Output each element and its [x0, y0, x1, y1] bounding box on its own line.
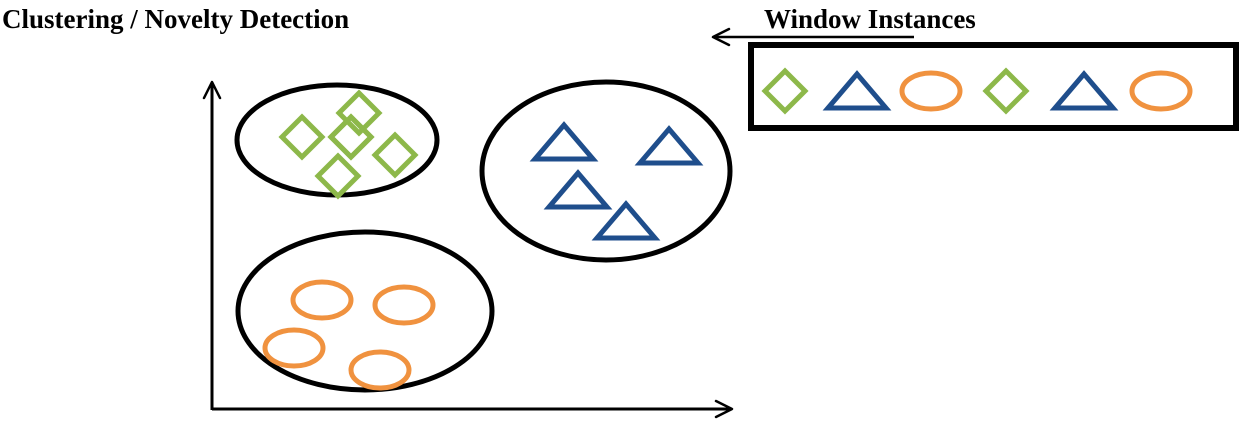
green-diamond-diamond-cluster-4 [327, 113, 375, 161]
orange-circle-circle-cluster-4 [348, 349, 412, 391]
blue-triangle-triangle-cluster-2 [634, 125, 704, 166]
clustering-title: Clustering / Novelty Detection [2, 4, 350, 34]
green-diamond-window-4 [982, 67, 1030, 115]
orange-circle-window-6 [1129, 70, 1193, 112]
triangle-cluster-ellipse [479, 79, 733, 263]
blue-triangle-triangle-cluster-1 [529, 121, 599, 162]
green-diamond-diamond-cluster-6 [314, 152, 362, 200]
blue-triangle-triangle-cluster-4 [591, 200, 661, 241]
blue-triangle-triangle-cluster-3 [543, 169, 613, 210]
window-instances-title: Window Instances [764, 4, 976, 34]
green-diamond-diamond-cluster-5 [371, 131, 419, 179]
circle-cluster-ellipse [235, 229, 495, 393]
orange-circle-circle-cluster-2 [372, 284, 436, 326]
orange-circle-window-3 [899, 70, 963, 112]
orange-circle-circle-cluster-1 [290, 279, 354, 321]
window-instances-box [748, 42, 1239, 131]
blue-triangle-window-5 [1049, 70, 1119, 111]
green-diamond-diamond-cluster-2 [278, 113, 326, 161]
shape-marks [262, 67, 1193, 391]
blue-triangle-window-2 [822, 70, 892, 111]
orange-circle-circle-cluster-3 [262, 327, 326, 369]
green-diamond-diamond-cluster-1 [335, 89, 383, 137]
green-diamond-window-1 [761, 67, 809, 115]
